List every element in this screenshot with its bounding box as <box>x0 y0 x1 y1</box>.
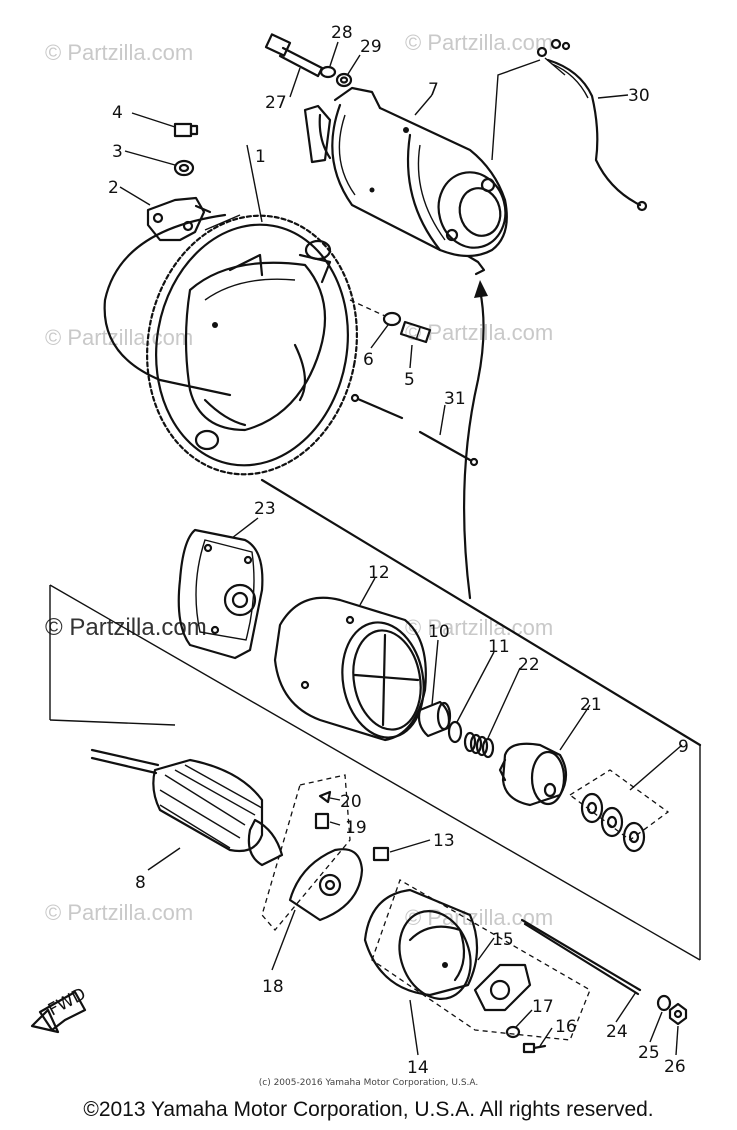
callout-labels: 1 2 3 4 5 6 7 8 9 10 11 12 13 14 15 16 1… <box>108 23 689 1078</box>
callout-21: 21 <box>580 695 602 715</box>
callout-20: 20 <box>340 792 362 812</box>
callout-17: 17 <box>532 997 554 1017</box>
part-17-washer <box>505 1025 521 1039</box>
watermark-text: © Partzilla.com <box>45 325 193 350</box>
part-26-nut <box>668 1002 688 1026</box>
callout-1: 1 <box>255 147 266 167</box>
part-28-washer <box>319 65 337 79</box>
callout-7: 7 <box>428 80 439 100</box>
watermark-text: © Partzilla.com <box>405 30 553 55</box>
part-11-washer <box>447 720 463 744</box>
diagram-credit: (c) 2005-2016 Yamaha Motor Corporation, … <box>258 1078 479 1088</box>
leader-lines <box>119 41 683 1056</box>
part-29-nut <box>335 72 353 88</box>
part-7-starter-motor <box>303 86 508 276</box>
callout-5: 5 <box>404 370 415 390</box>
callout-23: 23 <box>254 499 276 519</box>
callout-31: 31 <box>444 389 466 409</box>
part-16-screw <box>522 1042 547 1054</box>
callout-19: 19 <box>345 818 367 838</box>
copyright-notice: ©2013 Yamaha Motor Corporation, U.S.A. A… <box>83 1098 654 1121</box>
part-8-armature <box>90 748 284 867</box>
callout-18: 18 <box>262 977 284 997</box>
part-21-pinion-gear <box>498 742 568 807</box>
callout-16: 16 <box>555 1017 577 1037</box>
part-30-lead-wire <box>491 38 648 212</box>
part-19-brush <box>314 812 330 830</box>
callout-30: 30 <box>628 86 650 106</box>
part-6-washer <box>382 311 402 327</box>
callout-22: 22 <box>518 655 540 675</box>
callout-28: 28 <box>331 23 353 43</box>
part-1-ring-gear <box>103 144 358 476</box>
part-3-washer <box>173 159 195 177</box>
part-15-plate <box>473 963 532 1012</box>
callout-9: 9 <box>678 737 689 757</box>
callout-10: 10 <box>428 622 450 642</box>
assembly-arrow <box>462 280 488 600</box>
part-23-front-cover <box>177 528 264 660</box>
part-25-washer <box>656 994 672 1012</box>
part-2-bracket <box>146 196 212 242</box>
part-27-bolt <box>264 33 324 78</box>
callout-25: 25 <box>638 1043 660 1063</box>
callout-26: 26 <box>664 1057 686 1077</box>
part-12-yoke <box>273 596 427 742</box>
callout-27: 27 <box>265 93 287 113</box>
callout-12: 12 <box>368 563 390 583</box>
callout-13: 13 <box>433 831 455 851</box>
callout-6: 6 <box>363 350 374 370</box>
watermark-text: © Partzilla.com <box>45 900 193 925</box>
part-9-washer-kit <box>568 769 670 853</box>
part-13-brush <box>372 846 390 862</box>
fwd-arrow: FWD <box>30 984 89 1034</box>
watermarks: © Partzilla.com © Partzilla.com © Partzi… <box>45 30 553 930</box>
callout-4: 4 <box>112 103 123 123</box>
part-22-spring <box>463 731 495 759</box>
part-18-brush-plate <box>261 774 364 932</box>
exploded-bracket-lines <box>49 478 702 961</box>
callout-15: 15 <box>492 930 514 950</box>
part-5-bolt <box>399 320 432 344</box>
part-14-rear-cover <box>363 879 591 1041</box>
part-31-pins <box>350 393 479 467</box>
callout-29: 29 <box>360 37 382 57</box>
callout-11: 11 <box>488 637 510 657</box>
part-4-screw <box>173 122 199 138</box>
part-10-bushing <box>417 700 452 738</box>
callout-3: 3 <box>112 142 123 162</box>
callout-24: 24 <box>606 1022 628 1042</box>
callout-14: 14 <box>407 1058 429 1078</box>
watermark-text: © Partzilla.com <box>405 615 553 640</box>
part-24-through-bolt <box>520 918 642 996</box>
watermark-text: © Partzilla.com <box>45 40 193 65</box>
callout-2: 2 <box>108 178 119 198</box>
fwd-label: FWD <box>45 984 89 1020</box>
callout-8: 8 <box>135 873 146 893</box>
part-20-spring <box>318 790 332 804</box>
